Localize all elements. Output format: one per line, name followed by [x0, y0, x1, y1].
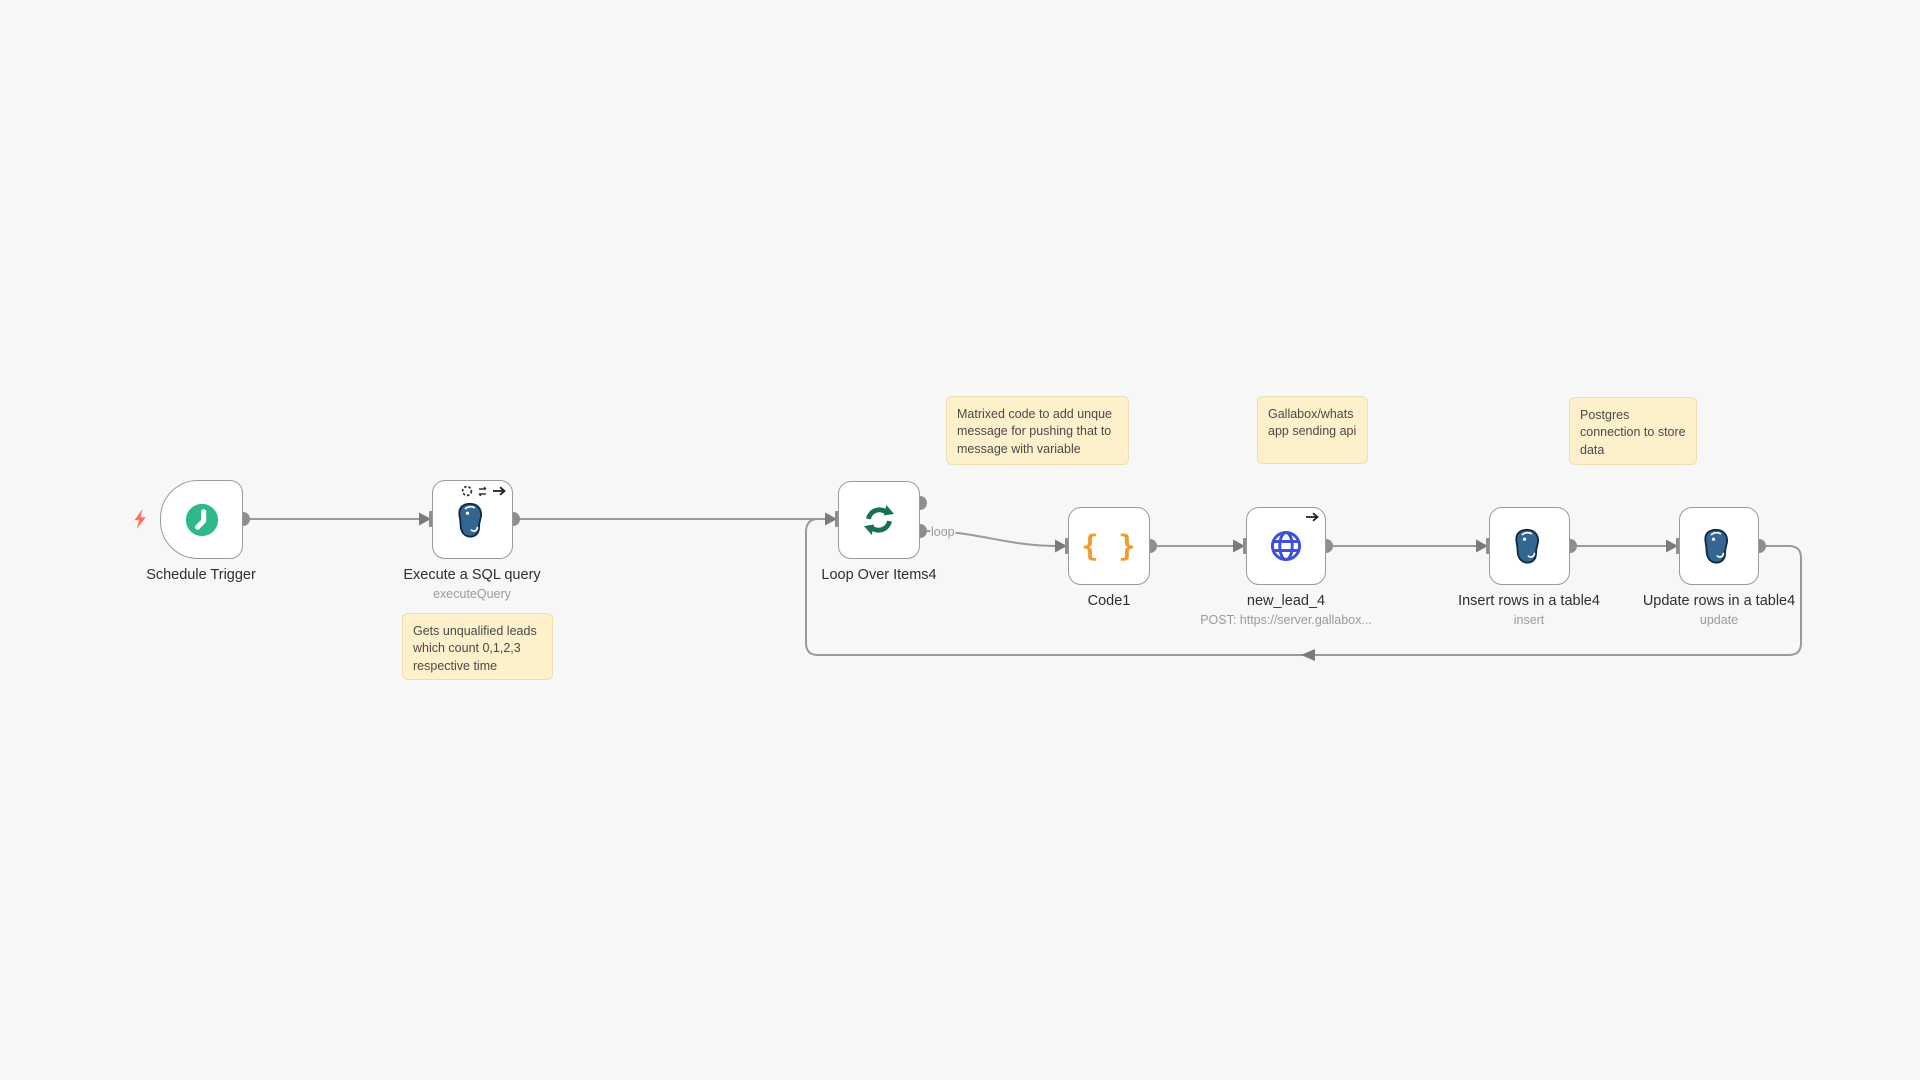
sticky-note-gallabox[interactable]: Gallabox/whatsapp sending api [1257, 396, 1368, 464]
connection-loop-to-code[interactable] [926, 530, 1056, 547]
node-label: Loop Over Items4 [821, 567, 937, 583]
node-label: Schedule Trigger [146, 567, 256, 583]
sticky-note-text: Postgres connection to store data [1580, 408, 1686, 457]
node-subtitle: POST: https://server.gallabox... [1200, 613, 1372, 627]
node-schedule-trigger[interactable] [160, 480, 243, 559]
node-label: new_lead_4 [1246, 593, 1326, 609]
arrow-right-icon [493, 486, 506, 496]
node-subtitle: executeQuery [433, 587, 511, 601]
node-label: Update rows in a table4 [1642, 593, 1796, 609]
swap-icon [478, 486, 487, 496]
postgresql-icon [1514, 528, 1539, 564]
loop-output-label: loop [931, 525, 955, 539]
globe-icon [1270, 530, 1302, 562]
retry-icon [461, 485, 473, 497]
sticky-note-text: Gallabox/whatsapp sending api [1268, 407, 1357, 439]
sticky-note-text: Gets unqualified leads which count 0,1,2… [413, 624, 537, 673]
node-settings-icons [461, 485, 506, 497]
node-new-lead-4[interactable] [1246, 507, 1326, 585]
node-label: Insert rows in a table4 [1458, 593, 1600, 609]
trigger-bolt-icon [134, 509, 146, 529]
postgresql-icon [1704, 528, 1728, 564]
sticky-note-sql[interactable]: Gets unqualified leads which count 0,1,2… [402, 613, 553, 680]
clock-icon [185, 503, 218, 536]
loop-icon [864, 505, 894, 535]
sticky-note-text: Matrixed code to add unque message for p… [957, 407, 1112, 456]
node-code1[interactable]: { } [1068, 507, 1150, 585]
wire-arrowheads [419, 512, 1678, 661]
node-subtitle: update [1699, 613, 1739, 627]
node-update-rows-in-a-table4[interactable] [1679, 507, 1759, 585]
arrow-right-icon [1306, 512, 1319, 522]
node-loop-over-items4[interactable] [838, 481, 920, 559]
node-execute-sql-query[interactable] [432, 480, 513, 559]
node-settings-icons [1305, 512, 1319, 522]
node-label: Execute a SQL query [403, 567, 541, 583]
node-label: Code1 [1087, 593, 1131, 609]
node-insert-rows-in-a-table4[interactable] [1489, 507, 1570, 585]
code-braces-icon: { } [1081, 529, 1137, 563]
sticky-note-code[interactable]: Matrixed code to add unque message for p… [946, 396, 1129, 465]
postgresql-icon [457, 502, 482, 538]
node-subtitle: insert [1513, 613, 1545, 627]
sticky-note-postgres[interactable]: Postgres connection to store data [1569, 397, 1697, 465]
